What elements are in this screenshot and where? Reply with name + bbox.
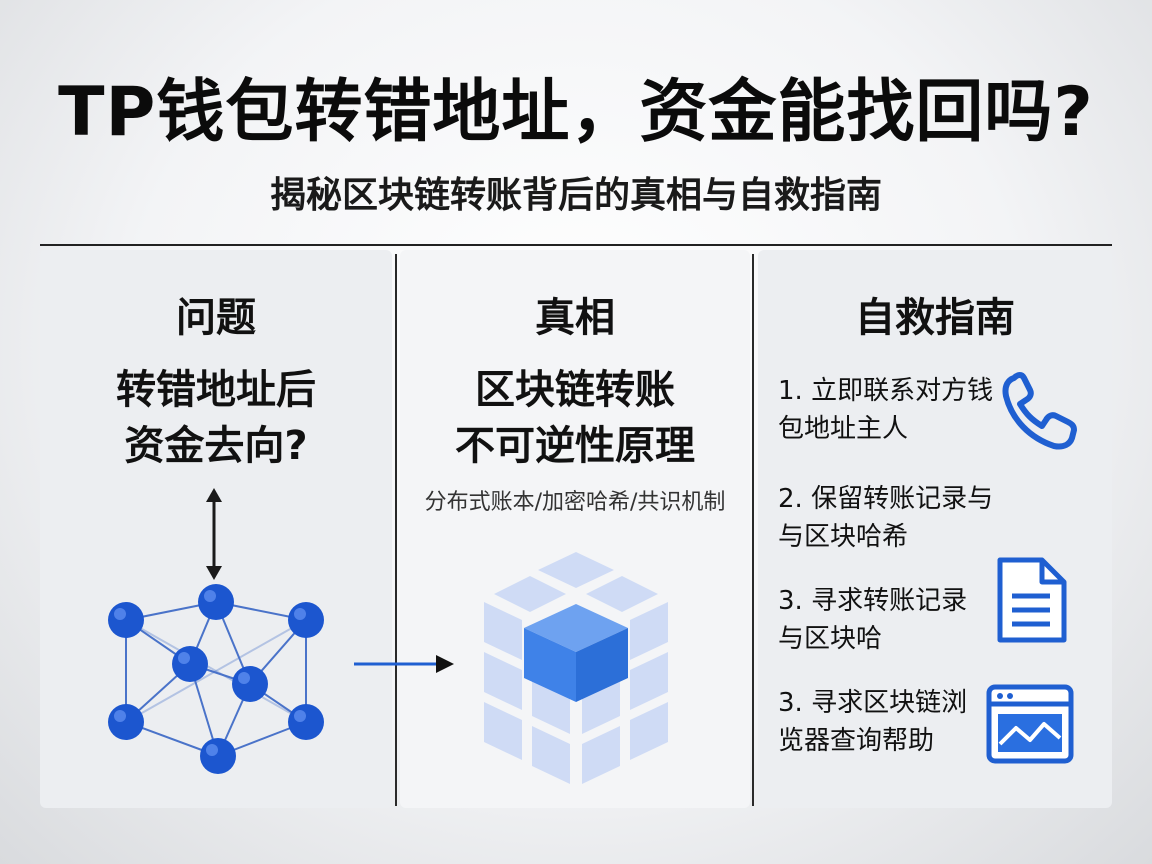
- truth-text-line2: 不可逆性原理: [455, 423, 695, 469]
- guide-step-1: 1. 立即联系对方钱 包地址主人: [778, 372, 998, 448]
- step-1-line2: 包地址主人: [778, 414, 909, 444]
- step-2-line2: 与区块哈希: [778, 522, 909, 552]
- problem-heading: 问题: [176, 295, 256, 341]
- guide-step-2: 2. 保留转账记录与 与区块哈希: [778, 480, 998, 556]
- step-3-line2: 与区块哈: [778, 624, 883, 654]
- step-3-line1: 3. 寻求转账记录: [778, 586, 968, 616]
- header-divider: [40, 244, 1112, 246]
- truth-text-line1: 区块链转账: [475, 367, 675, 413]
- flow-arrow-icon: [354, 655, 454, 673]
- blockchain-cube-icon: [484, 552, 668, 784]
- problem-text-line1: 转错地址后: [116, 367, 316, 413]
- document-icon: [997, 557, 1067, 643]
- column-divider-2: [752, 254, 754, 806]
- step-2-line1: 2. 保留转账记录与: [778, 484, 994, 514]
- guide-step-4: 3. 寻求区块链浏 览器查询帮助: [778, 684, 998, 760]
- network-graph-icon: [108, 584, 324, 774]
- problem-text-line2: 资金去向?: [124, 423, 308, 469]
- truth-panel: [400, 250, 750, 808]
- step-1-line1: 1. 立即联系对方钱: [778, 376, 994, 406]
- truth-note: 分布式账本/加密哈希/共识机制: [424, 490, 726, 515]
- guide-heading: 自救指南: [855, 295, 1015, 341]
- phone-icon: [1002, 372, 1077, 450]
- browser-chart-icon: [986, 684, 1074, 764]
- step-4-line2: 览器查询帮助: [778, 726, 935, 756]
- problem-panel: [40, 250, 392, 808]
- page-title: TP钱包转错地址，资金能找回吗?: [58, 73, 1094, 152]
- double-arrow-icon: [206, 488, 222, 580]
- column-divider-1: [395, 254, 397, 806]
- step-4-line1: 3. 寻求区块链浏: [778, 688, 968, 718]
- guide-step-3: 3. 寻求转账记录 与区块哈: [778, 582, 998, 658]
- page-subtitle: 揭秘区块链转账背后的真相与自救指南: [269, 175, 882, 216]
- truth-heading: 真相: [535, 295, 615, 341]
